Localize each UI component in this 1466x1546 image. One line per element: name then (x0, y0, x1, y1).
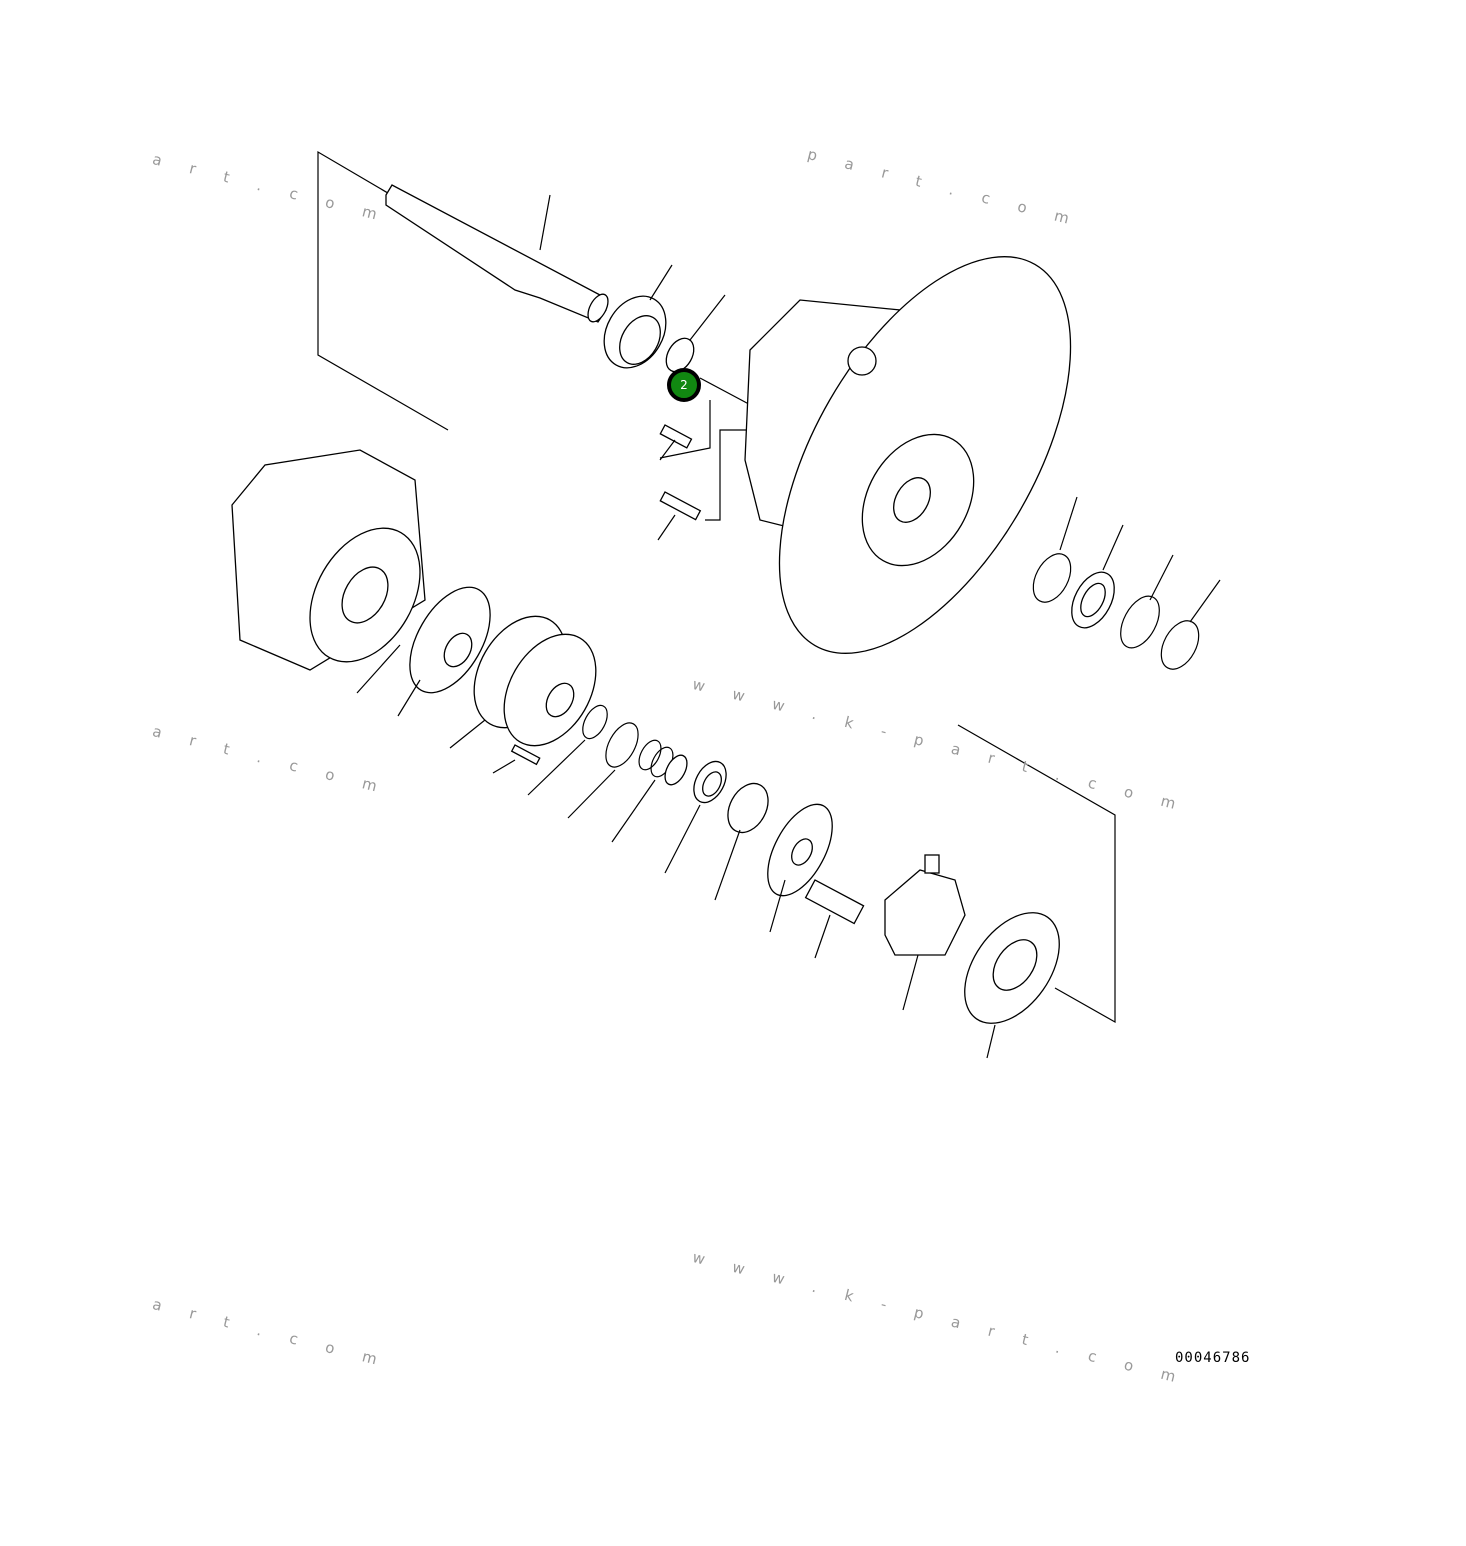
bolt (657, 429, 760, 541)
swash-plate (884, 854, 966, 1011)
snap-ring-cylinder (527, 704, 608, 796)
spherical-bush (714, 782, 769, 901)
drawing-number: 00046786 (1175, 1350, 1251, 1366)
spring (611, 739, 688, 843)
support (964, 912, 1060, 1059)
spacer-ring (1120, 554, 1174, 649)
washer (567, 722, 639, 819)
bearing-right (1071, 524, 1124, 629)
coupling (603, 264, 673, 369)
retainer-plate (767, 803, 833, 933)
callout-marker-2[interactable]: 2 (667, 368, 701, 402)
pump-housing-with-flange (744, 256, 1072, 654)
pin-small (492, 744, 541, 774)
pin (659, 424, 693, 461)
cylinder-block (449, 615, 597, 749)
valve-plate (356, 586, 491, 717)
o-ring (659, 294, 761, 459)
pump-housing-left (231, 449, 426, 671)
retaining-ring (1160, 579, 1221, 670)
snap-ring-right (1032, 496, 1078, 603)
spring-seat (664, 760, 727, 874)
swash-pin (804, 879, 865, 959)
shaft (385, 184, 609, 323)
